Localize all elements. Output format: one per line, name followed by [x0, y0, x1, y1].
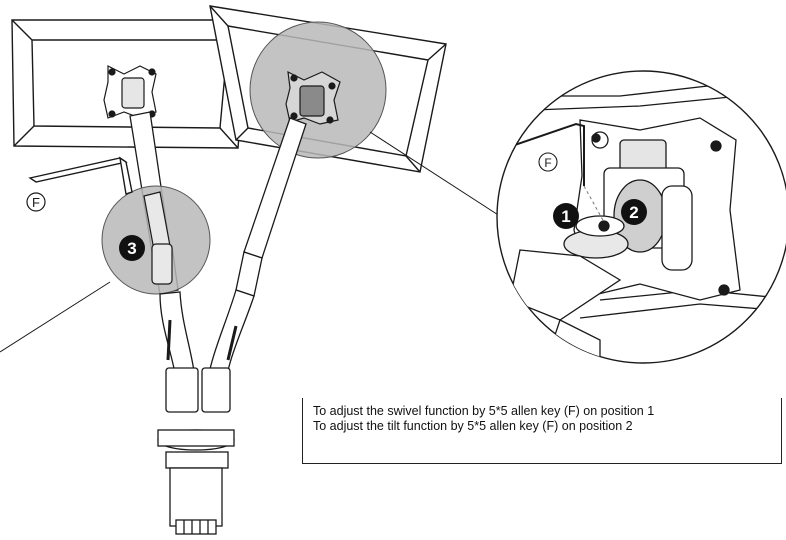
right-arm: [235, 117, 307, 297]
callout-3-marker: [119, 235, 145, 261]
key-label: F: [32, 195, 40, 210]
callout-1-label: 1: [561, 207, 570, 226]
callout-1-marker: [553, 203, 579, 229]
left-vesa-plate: [103, 65, 157, 119]
detail-key-label: F: [544, 156, 551, 170]
callout-2-marker: [621, 199, 647, 225]
detail-key-label-circle: [538, 152, 558, 172]
callout-2-label: 2: [629, 203, 638, 222]
right-vesa-plate: [285, 70, 341, 125]
lower-arms: [159, 289, 255, 413]
desk-clamp: [157, 429, 235, 535]
tilt-leader-line: [0, 281, 111, 353]
key-label-circle: [26, 192, 46, 212]
instruction-tilt: To adjust the tilt function by 5*5 allen…: [313, 419, 633, 433]
left-arm-joint: [143, 191, 173, 285]
detail-view: F 1 2: [496, 70, 786, 364]
instructions-box: To adjust the swivel function by 5*5 all…: [302, 398, 782, 464]
detail-leader-line: [369, 131, 507, 221]
instruction-swivel: To adjust the swivel function by 5*5 all…: [313, 404, 655, 418]
allen-key-icon: [28, 156, 133, 195]
callout-3-label: 3: [127, 239, 136, 258]
